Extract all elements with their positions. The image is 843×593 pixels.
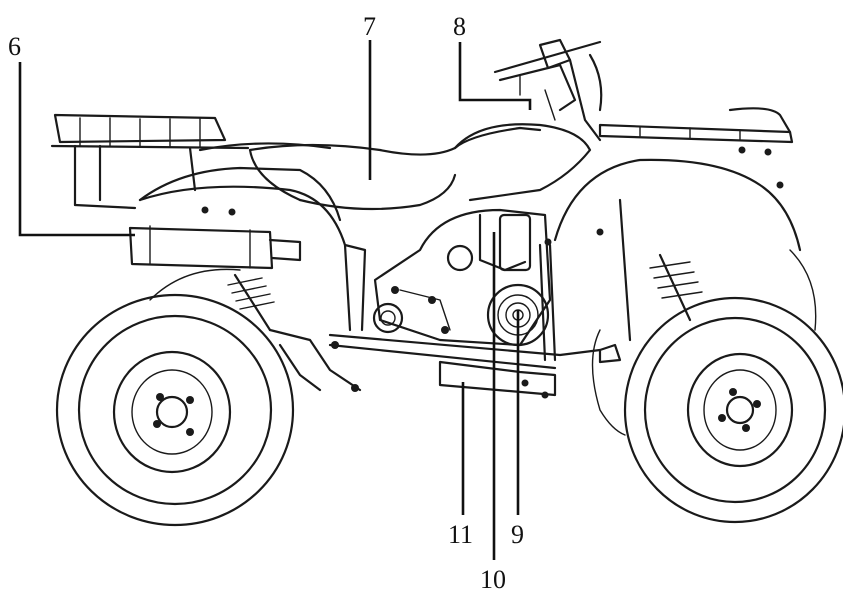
front-rack (598, 107, 794, 144)
engine (372, 208, 552, 347)
callout-8: 8 (453, 12, 466, 41)
callout-11: 11 (448, 520, 473, 549)
callout-labels: 6 7 8 9 10 11 (8, 12, 524, 593)
callout-7: 7 (363, 12, 376, 41)
leader-lines (18, 40, 532, 560)
handlebar (493, 38, 603, 142)
leader-6 (18, 62, 135, 237)
atv-drawing (50, 38, 843, 527)
callout-9: 9 (511, 520, 524, 549)
rear-wheel (55, 293, 295, 527)
seat (248, 126, 542, 211)
leader-8 (458, 42, 532, 110)
front-wheel (623, 296, 843, 524)
callout-10: 10 (480, 565, 506, 593)
front-shock (649, 253, 703, 322)
muffler (128, 225, 302, 270)
rear-shock (227, 273, 275, 332)
callout-6: 6 (8, 32, 21, 61)
